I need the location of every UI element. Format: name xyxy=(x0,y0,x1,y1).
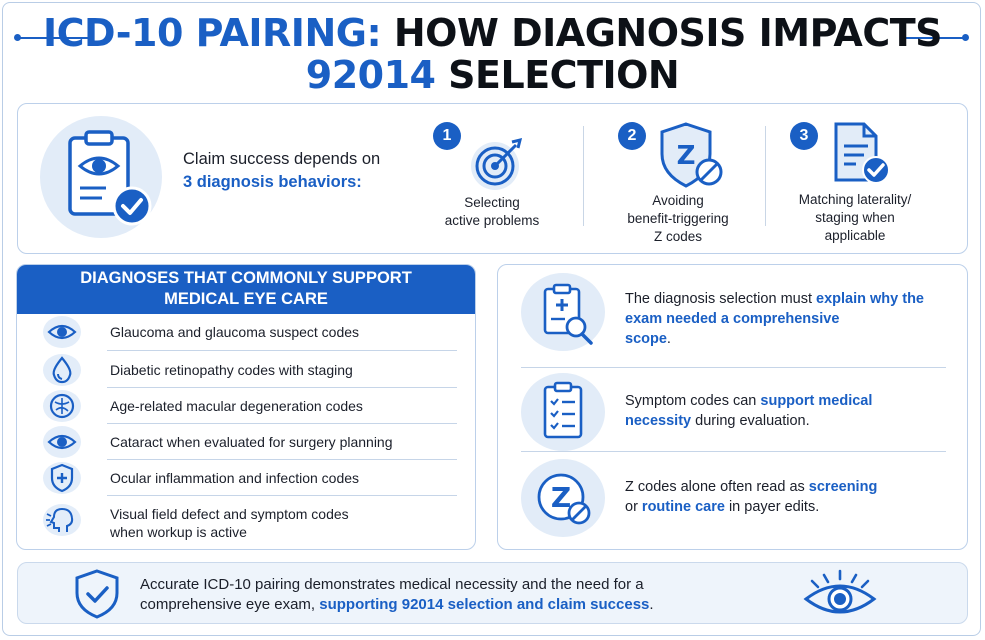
diagnosis-label: Ocular inflammation and infection codes xyxy=(110,470,360,486)
point-2-post: during evaluation. xyxy=(691,413,810,429)
point-3-text: Z codes alone often read as screening or… xyxy=(625,477,925,517)
diagnoses-header-line2: MEDICAL EYE CARE xyxy=(164,290,328,308)
summary-highlight: supporting 92014 selection and claim suc… xyxy=(319,596,650,613)
behavior-2-line3: Z codes xyxy=(653,229,703,244)
z-no-icon: Z xyxy=(521,459,605,537)
title-dot-left xyxy=(14,34,21,41)
point-3-highlight-2: routine care xyxy=(641,499,725,515)
list-item: Ocular inflammation and infection codes xyxy=(17,461,475,497)
behavior-number-2: 2 xyxy=(618,122,646,150)
behavior-3-line1: Matching laterality/ xyxy=(798,192,912,207)
title-text-1: HOW DIAGNOSIS IMPACTS xyxy=(381,11,943,55)
point-2-pre: Symptom codes can xyxy=(625,393,761,409)
divider xyxy=(107,387,457,388)
diagnosis-label: Visual field defect and symptom codes wh… xyxy=(110,505,349,541)
list-item: Glaucoma and glaucoma suspect codes xyxy=(17,315,475,351)
claim-intro-text: Claim success depends on 3 diagnosis beh… xyxy=(183,148,380,194)
summary-pre: Accurate ICD-10 pairing demonstrates med… xyxy=(140,576,644,613)
svg-text:Z: Z xyxy=(677,141,696,171)
point-1-highlight-2: scope xyxy=(625,331,667,347)
title-text-2: SELECTION xyxy=(435,53,680,97)
claim-intro-line2: 3 diagnosis behaviors: xyxy=(183,173,362,191)
diagnosis-label-line1: Visual field defect and symptom codes xyxy=(110,506,349,522)
behaviors-panel: Claim success depends on 3 diagnosis beh… xyxy=(17,103,968,254)
title-highlight-2: 92014 xyxy=(305,53,436,97)
behavior-label-3: Matching laterality/ staging when applic… xyxy=(770,191,940,245)
summary-banner: Accurate ICD-10 pairing demonstrates med… xyxy=(17,562,968,624)
point-3-pre: Z codes alone often read as xyxy=(625,479,809,495)
point-3-highlight: screening xyxy=(808,479,878,495)
diagnosis-label: Age-related macular degeneration codes xyxy=(110,398,363,414)
title-dot-right xyxy=(962,34,969,41)
retina-icon xyxy=(43,390,81,422)
point-1-highlight: explain why the exam needed a comprehens… xyxy=(625,291,924,327)
divider xyxy=(107,423,457,424)
behavior-label-1: Selecting active problems xyxy=(407,194,577,230)
shield-check-icon xyxy=(73,569,121,624)
point-2-highlight: support medical necessity xyxy=(625,393,873,429)
behavior-number-3: 3 xyxy=(790,122,818,150)
point-2-text: Symptom codes can support medical necess… xyxy=(625,391,925,431)
checklist-icon xyxy=(521,373,605,451)
divider xyxy=(107,459,457,460)
document-check-icon xyxy=(830,122,896,193)
diagnosis-label: Cataract when evaluated for surgery plan… xyxy=(110,434,393,450)
behavior-2-line2: benefit-triggering xyxy=(627,211,729,226)
clipboard-eye-check-icon xyxy=(40,116,162,238)
divider xyxy=(583,126,584,226)
divider xyxy=(765,126,766,226)
divider xyxy=(521,451,946,452)
behavior-label-2: Avoiding benefit-triggering Z codes xyxy=(593,192,763,246)
diagnoses-header-line1: DIAGNOSES THAT COMMONLY SUPPORT xyxy=(80,269,412,287)
behavior-1-line1: Selecting xyxy=(464,195,520,210)
summary-post: . xyxy=(649,596,654,613)
claim-intro-line1: Claim success depends on xyxy=(183,150,381,168)
divider xyxy=(107,495,457,496)
summary-text: Accurate ICD-10 pairing demonstrates med… xyxy=(140,575,740,615)
behavior-2-line1: Avoiding xyxy=(652,193,704,208)
point-1-text: The diagnosis selection must explain why… xyxy=(625,289,925,349)
title-highlight-1: ICD-10 PAIRING: xyxy=(42,11,382,55)
page-title: ICD-10 PAIRING: HOW DIAGNOSIS IMPACTS 92… xyxy=(0,12,985,96)
eye-icon xyxy=(43,426,81,458)
diagnosis-label: Diabetic retinopathy codes with staging xyxy=(110,362,353,378)
list-item: Visual field defect and symptom codes wh… xyxy=(17,501,475,545)
list-item: Diabetic retinopathy codes with staging xyxy=(17,353,475,389)
point-1-pre: The diagnosis selection must xyxy=(625,291,817,307)
eye-icon xyxy=(800,567,880,626)
divider xyxy=(521,367,946,368)
svg-text:Z: Z xyxy=(551,481,571,514)
eye-icon xyxy=(43,316,81,348)
clipboard-magnifier-icon xyxy=(521,273,605,351)
list-item: Cataract when evaluated for surgery plan… xyxy=(17,425,475,461)
diagnosis-label: Glaucoma and glaucoma suspect codes xyxy=(110,324,360,340)
behavior-1-line2: active problems xyxy=(444,213,540,228)
drop-icon xyxy=(43,354,81,386)
list-item: Age-related macular degeneration codes xyxy=(17,389,475,425)
title-rule-left xyxy=(18,37,90,39)
point-1-post: . xyxy=(666,331,671,347)
point-3-post: in payer edits. xyxy=(724,499,820,515)
behavior-number-1: 1 xyxy=(433,122,461,150)
behavior-3-line2: staging when xyxy=(815,210,895,225)
diagnoses-header: DIAGNOSES THAT COMMONLY SUPPORT MEDICAL … xyxy=(17,265,475,314)
head-vision-icon xyxy=(43,504,81,536)
target-icon xyxy=(468,134,528,199)
necessity-points-panel: The diagnosis selection must explain why… xyxy=(497,264,968,550)
behavior-3-line3: applicable xyxy=(824,228,886,243)
divider xyxy=(107,350,457,351)
z-shield-icon: Z xyxy=(656,120,726,195)
shield-cross-icon xyxy=(43,462,81,494)
title-rule-right xyxy=(900,37,966,39)
point-3-mid: or xyxy=(625,499,642,515)
diagnoses-panel: DIAGNOSES THAT COMMONLY SUPPORT MEDICAL … xyxy=(16,264,476,550)
diagnosis-label-line2: when workup is active xyxy=(110,524,247,540)
